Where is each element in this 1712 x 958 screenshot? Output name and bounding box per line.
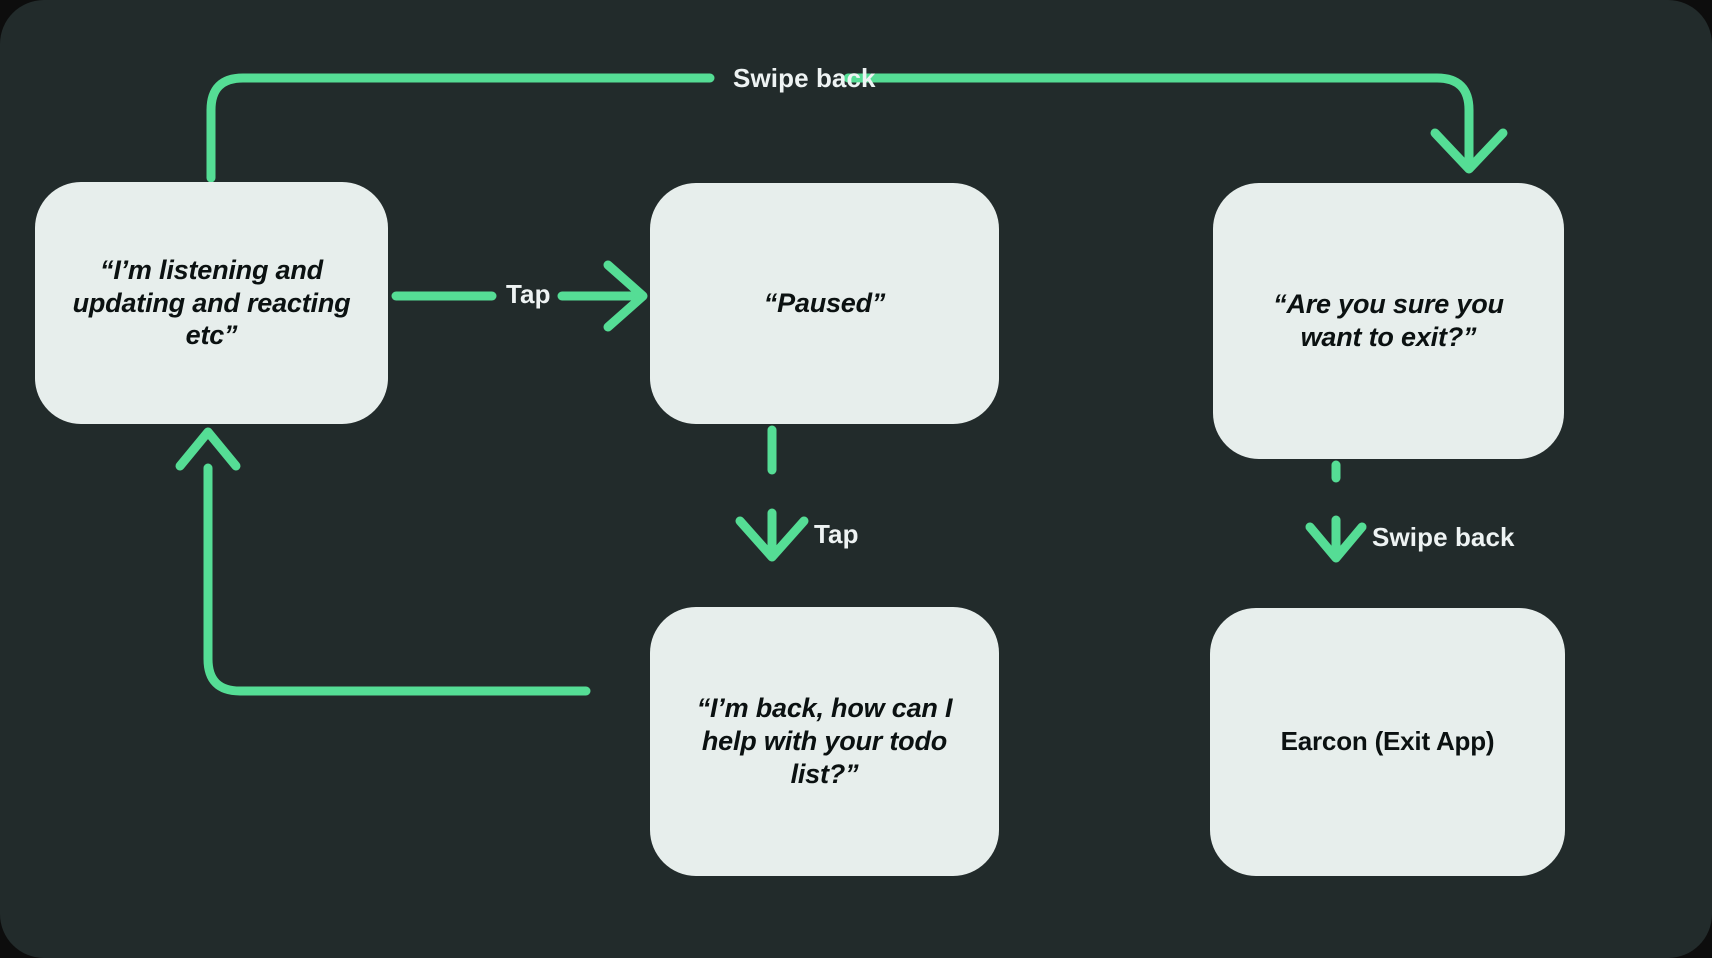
node-listening[interactable]: “I’m listening and updating and reacting… xyxy=(35,182,388,424)
edge-listening-to-confirm-line2 xyxy=(843,73,1474,170)
edge-confirm-to-earcon-arrowhead xyxy=(1305,522,1367,563)
edge-label-swipe-back-top: Swipe back xyxy=(733,63,876,93)
node-listening-label: “I’m listening and updating and reacting… xyxy=(72,254,351,351)
node-confirm[interactable]: “Are you sure you want to exit?” xyxy=(1213,183,1564,459)
edge-listening-to-paused-arrowhead xyxy=(603,260,648,332)
node-earcon[interactable]: Earcon (Exit App) xyxy=(1210,608,1565,876)
edge-imback-to-listening-line xyxy=(203,463,591,696)
edge-paused-to-imback-arrowhead xyxy=(735,516,809,562)
node-earcon-label: Earcon (Exit App) xyxy=(1280,726,1495,757)
node-paused-label: “Paused” xyxy=(763,288,886,319)
edge-label-swipe-back-down: Swipe back xyxy=(1372,522,1515,552)
edge-label-tap-right: Tap xyxy=(506,279,551,309)
edge-listening-to-confirm-line xyxy=(206,73,715,183)
node-imback[interactable]: “I’m back, how can I help with your todo… xyxy=(650,607,999,876)
node-confirm-label: “Are you sure you want to exit?” xyxy=(1273,289,1504,352)
edge-imback-to-listening-arrowhead xyxy=(175,427,241,471)
node-paused[interactable]: “Paused” xyxy=(650,183,999,424)
node-imback-label: “I’m back, how can I help with your todo… xyxy=(696,693,953,789)
edge-listening-to-confirm-arrowhead xyxy=(1430,128,1508,174)
edge-label-tap-down: Tap xyxy=(814,519,859,549)
